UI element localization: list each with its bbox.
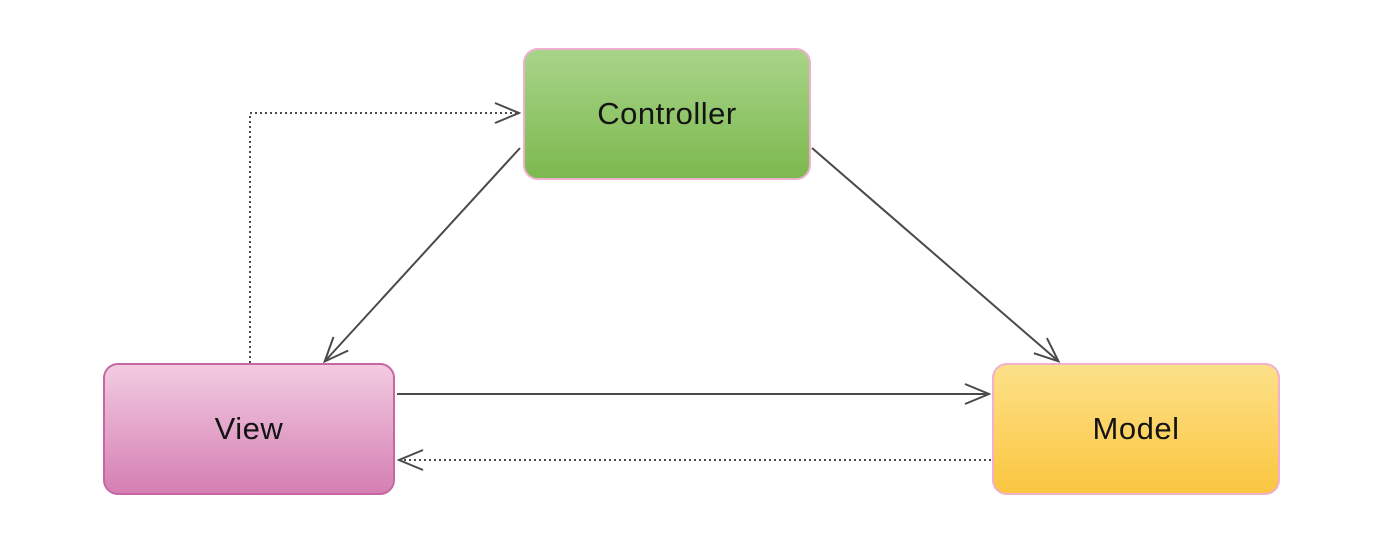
node-view-label: View [214, 411, 284, 446]
edge-controller-to-model-solid [811, 147, 1057, 360]
node-controller: Controller [523, 48, 811, 180]
edge-controller-to-view-solid [326, 147, 521, 360]
node-model: Model [992, 363, 1280, 495]
edge-view-to-controller-dotted [249, 113, 517, 363]
node-model-label: Model [1092, 411, 1180, 446]
node-view: View [103, 363, 395, 495]
node-controller-label: Controller [597, 96, 737, 131]
